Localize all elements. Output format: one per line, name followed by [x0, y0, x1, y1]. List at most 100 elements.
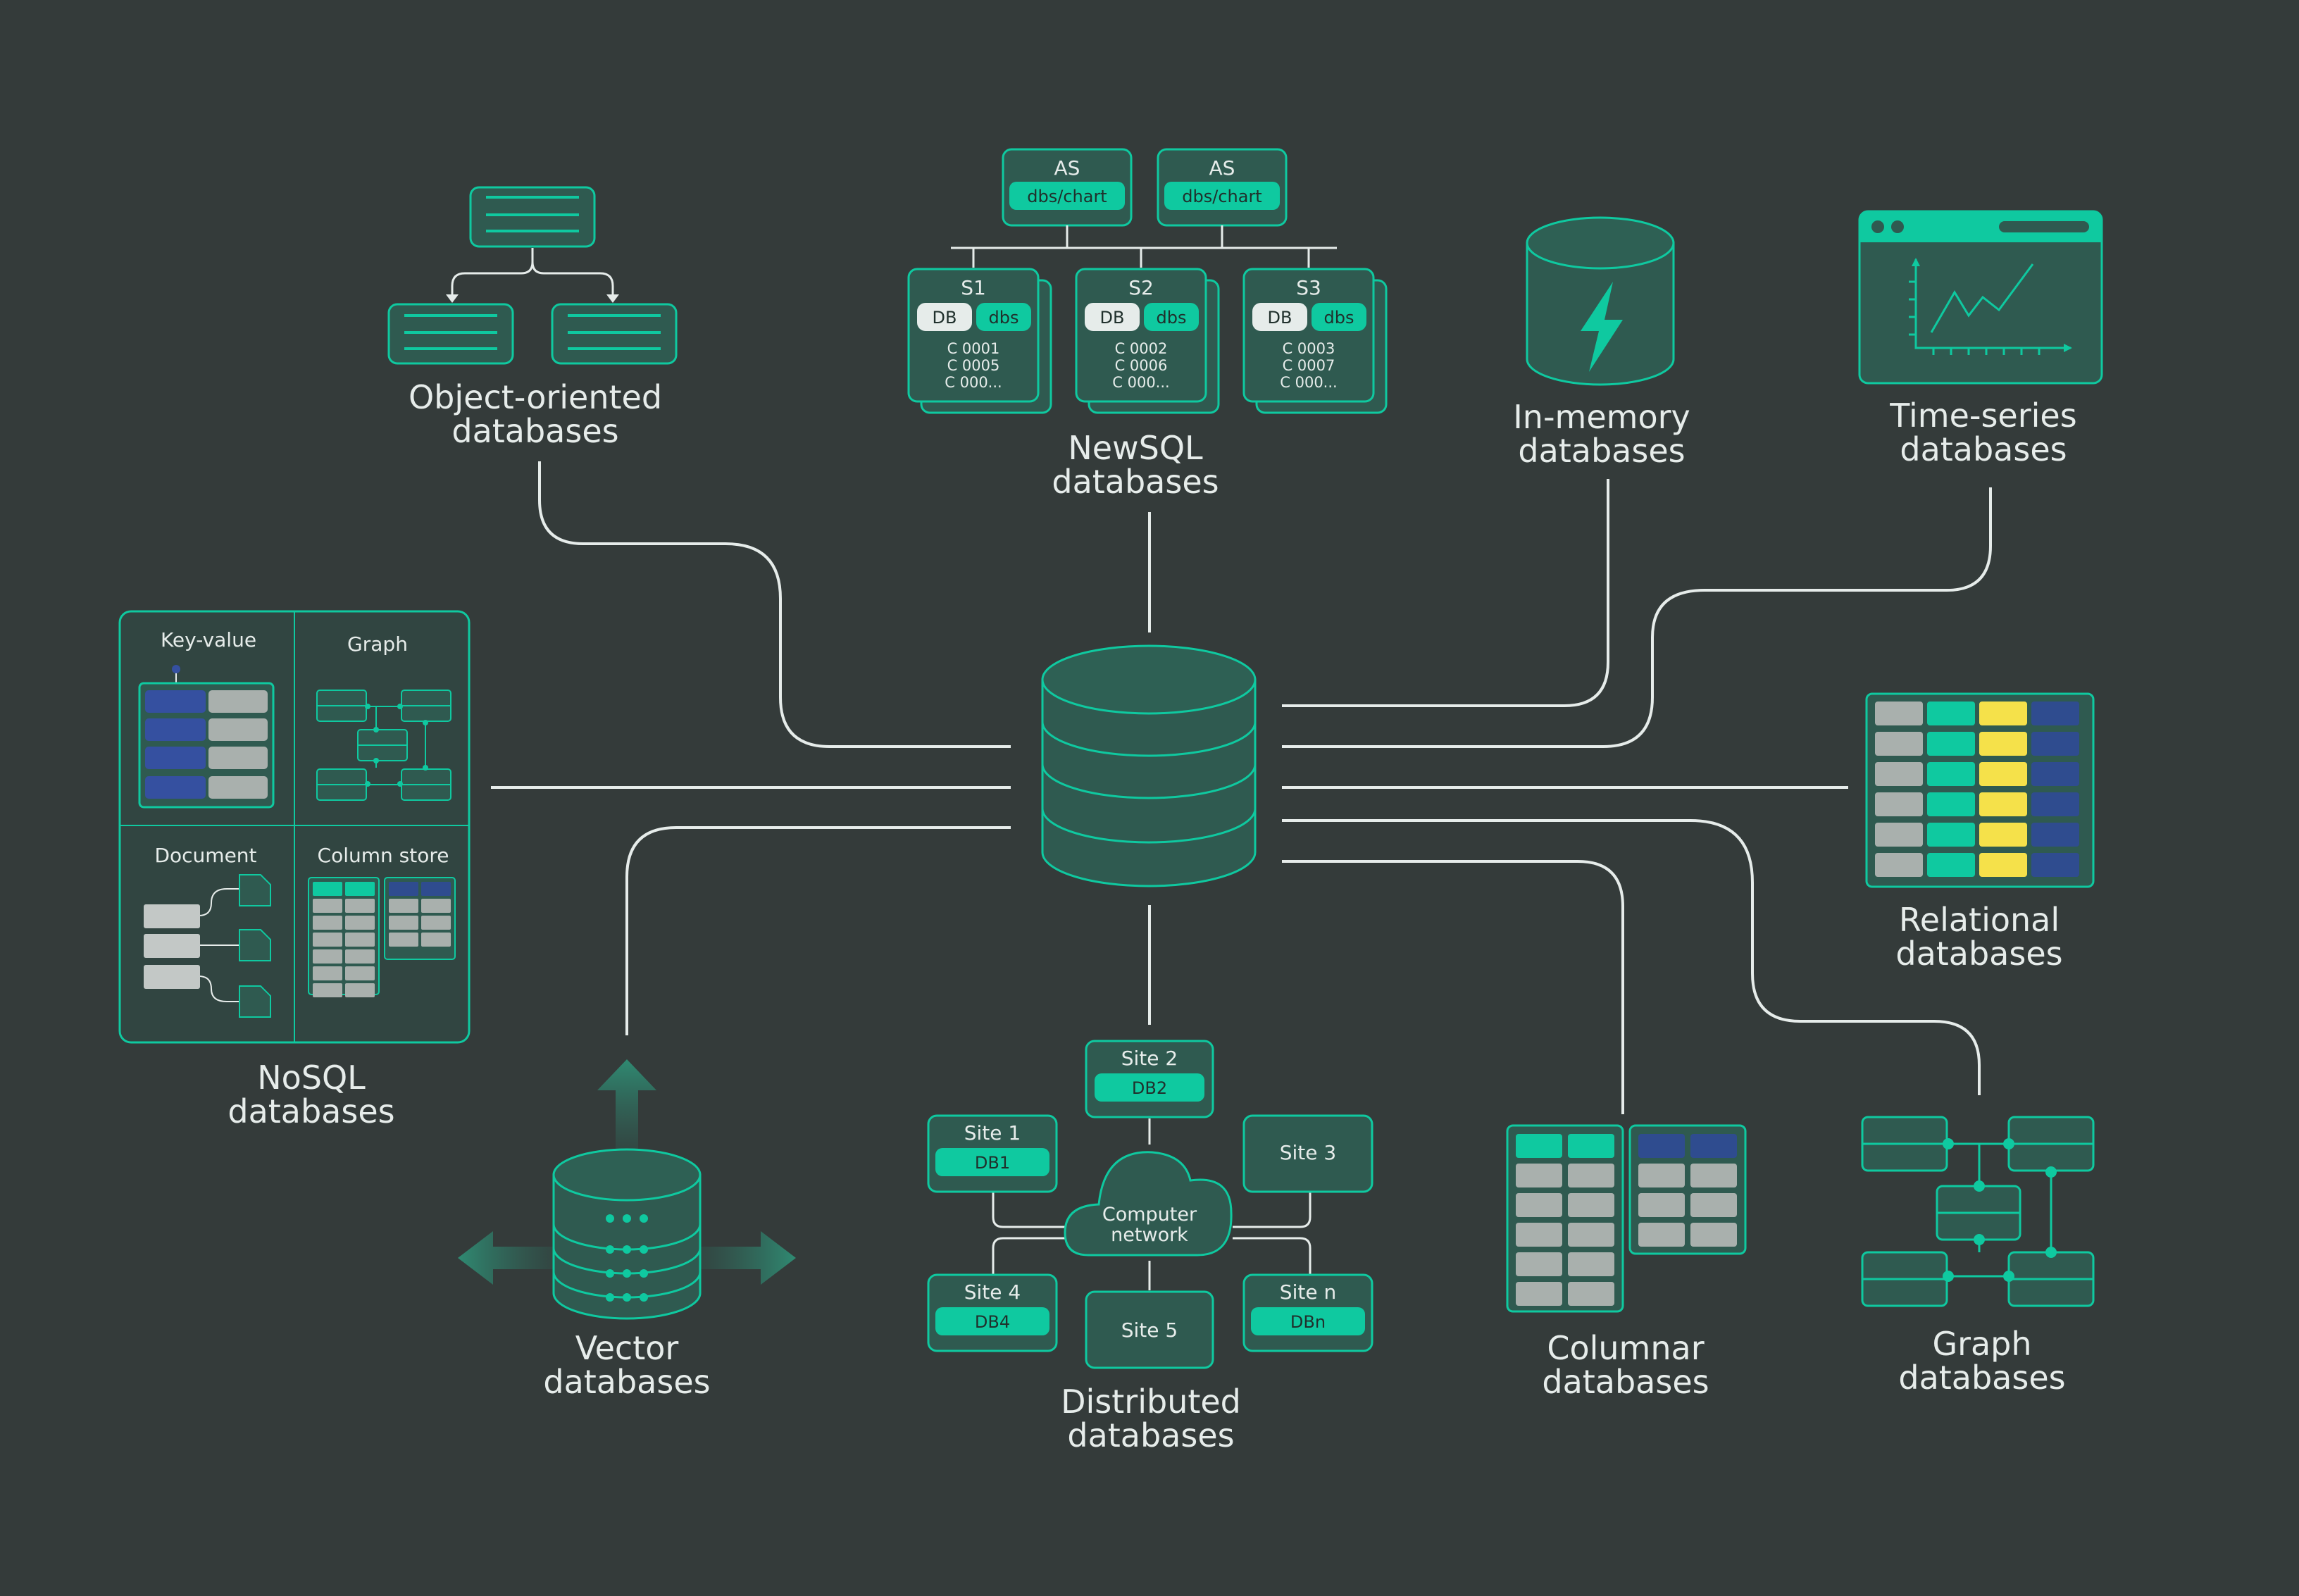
table-cell — [1568, 1282, 1614, 1306]
newsql-as-node-1: AS dbs/chart — [1002, 148, 1133, 227]
vector-illustration — [458, 1059, 796, 1320]
table-cell — [345, 933, 375, 947]
svg-text:Site 4: Site 4 — [964, 1280, 1021, 1304]
relational-illustration — [1865, 692, 2095, 888]
newsql-shard-s2: S2 DB dbs C 0002 C 0006 C 000... — [1075, 268, 1220, 414]
distributed-label-1: Distributed — [1061, 1383, 1241, 1421]
graph-label-1: Graph — [1932, 1325, 2031, 1363]
table-cell — [345, 899, 375, 913]
distributed-illustration: Computer network Site 2 DB2 Site 1 DB1 S… — [927, 1040, 1373, 1369]
svg-text:DBn: DBn — [1290, 1312, 1326, 1332]
table-cell — [313, 882, 342, 896]
svg-text:S1: S1 — [961, 276, 986, 299]
svg-text:Site 3: Site 3 — [1280, 1141, 1336, 1164]
site-5-node: Site 5 — [1085, 1290, 1214, 1369]
table-cell — [1638, 1164, 1685, 1187]
svg-text:DB: DB — [1100, 308, 1125, 328]
table-cell — [2031, 792, 2079, 816]
svg-text:C 0005: C 0005 — [947, 357, 1000, 374]
nosql-label-1: NoSQL — [257, 1059, 366, 1097]
newsql-label-1: NewSQL — [1068, 429, 1203, 467]
table-cell — [1516, 1164, 1562, 1187]
table-cell — [313, 966, 342, 980]
table-cell — [1568, 1134, 1614, 1158]
newsql-shard-s3: S3 DB dbs C 0003 C 0007 C 000... — [1242, 268, 1388, 414]
columnar-label-1: Columnar — [1547, 1329, 1704, 1367]
arrow-up-icon — [597, 1059, 656, 1155]
table-cell — [1927, 792, 1975, 816]
table-cell — [421, 933, 451, 947]
newsql-shard-s1: S1 DB dbs C 0001 C 0005 C 000... — [907, 268, 1052, 414]
nosql-document-title: Document — [154, 844, 256, 867]
table-cell — [1568, 1193, 1614, 1217]
svg-text:C 0002: C 0002 — [1115, 340, 1168, 357]
table-cell — [1690, 1223, 1737, 1247]
in-memory-illustration — [1526, 216, 1675, 386]
time-series-illustration — [1858, 210, 2103, 385]
table-cell — [1568, 1252, 1614, 1276]
table-cell — [1638, 1223, 1685, 1247]
svg-text:C 0001: C 0001 — [947, 340, 1000, 357]
site-2-node: Site 2 DB2 — [1085, 1040, 1214, 1118]
table-cell — [1875, 853, 1923, 877]
table-cell — [2031, 702, 2079, 725]
arrow-left-icon — [458, 1231, 556, 1285]
svg-text:Site n: Site n — [1280, 1280, 1336, 1304]
svg-text:S2: S2 — [1128, 276, 1154, 299]
table-cell — [2031, 732, 2079, 756]
object-oriented-label-2: databases — [451, 412, 618, 450]
cloud-icon — [1064, 1151, 1233, 1257]
table-cell — [1690, 1193, 1737, 1217]
svg-text:C 000...: C 000... — [1112, 374, 1169, 391]
table-cell — [389, 882, 418, 896]
table-cell — [421, 899, 451, 913]
connector-object-oriented — [538, 461, 1011, 748]
nosql-illustration: Key-value Graph Document Column store — [118, 610, 471, 1044]
table-cell — [313, 933, 342, 947]
table-cell — [1568, 1223, 1614, 1247]
graph-mini-icon — [316, 690, 451, 801]
svg-text:dbs: dbs — [989, 308, 1019, 328]
svg-text:Site 1: Site 1 — [964, 1121, 1021, 1145]
connector-lines — [491, 461, 1992, 1114]
table-cell — [1568, 1164, 1614, 1187]
site-3-node: Site 3 — [1242, 1114, 1373, 1193]
connector-time-series — [1282, 487, 1992, 748]
table-cell — [1979, 792, 2027, 816]
svg-text:DB1: DB1 — [975, 1153, 1010, 1173]
arrow-right-icon — [697, 1231, 796, 1285]
table-cell — [1979, 823, 2027, 847]
table-cell — [1927, 732, 1975, 756]
table-cell — [421, 882, 451, 896]
table-cell — [1979, 732, 2027, 756]
svg-text:DB: DB — [933, 308, 957, 328]
lightning-icon — [1581, 282, 1623, 372]
table-cell — [1690, 1134, 1737, 1158]
newsql-illustration: AS dbs/chart AS dbs/chart S1 DB dbs C 00… — [907, 148, 1388, 414]
svg-text:DB: DB — [1268, 308, 1292, 328]
nosql-key-value-title: Key-value — [161, 628, 256, 652]
svg-text:C 0006: C 0006 — [1115, 357, 1168, 374]
columnar-illustration — [1506, 1124, 1747, 1313]
svg-text:dbs/chart: dbs/chart — [1182, 187, 1261, 206]
svg-text:AS: AS — [1209, 156, 1235, 180]
table-cell — [1516, 1134, 1562, 1158]
key-value-icon — [138, 665, 275, 809]
central-database-icon — [1041, 644, 1257, 887]
table-cell — [1875, 762, 1923, 786]
connector-graph — [1282, 819, 1981, 1095]
table-cell — [1516, 1223, 1562, 1247]
svg-text:C 000...: C 000... — [1280, 374, 1337, 391]
newsql-label-2: databases — [1052, 463, 1219, 501]
table-cell — [313, 949, 342, 964]
table-cell — [389, 933, 418, 947]
svg-text:network: network — [1111, 1224, 1188, 1246]
table-cell — [389, 916, 418, 930]
graph-label-2: databases — [1898, 1359, 2065, 1397]
vector-label-2: databases — [543, 1363, 710, 1401]
svg-text:DB4: DB4 — [975, 1312, 1010, 1332]
table-cell — [2031, 762, 2079, 786]
table-cell — [1875, 702, 1923, 725]
table-cell — [313, 983, 342, 997]
table-cell — [1979, 702, 2027, 725]
